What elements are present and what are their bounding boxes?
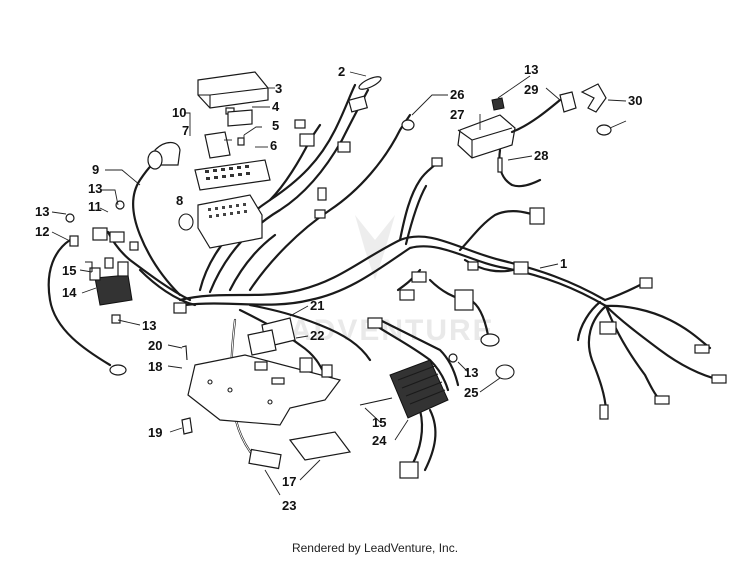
fuse-box-assembly [178,71,271,249]
mounting-plate [181,345,352,461]
watermark-text: ADVENTURE [290,314,495,347]
callout-11: 11 [88,199,102,214]
callout-23: 24 [372,433,387,448]
callout-14: 14 [62,285,77,300]
callout-25: 26 [450,87,464,102]
callout-28: 29 [524,82,538,97]
callout-13-b: 13 [35,204,49,219]
ignition-coil-assembly [457,83,612,188]
callout-15-b: 15 [372,415,386,430]
callout-18: 19 [148,425,162,440]
callout-22: 23 [282,498,296,513]
callout-13-e: 13 [524,62,538,77]
callout-9: 9 [92,162,99,177]
callout-10: 10 [172,105,186,120]
callout-16: 17 [282,474,296,489]
callout-12: 12 [35,224,49,239]
callout-19: 20 [148,338,162,353]
callout-13-c: 13 [142,318,156,333]
callout-27: 28 [534,148,548,163]
callout-8: 8 [176,193,183,208]
battery-cable [147,141,181,170]
callout-20: 21 [310,298,324,313]
callout-13-d: 13 [464,365,478,380]
leader-lines [51,71,627,496]
callout-26: 27 [450,107,464,122]
footer-credit: Rendered by LeadVenture, Inc. [291,541,459,555]
callout-15-a: 15 [62,263,76,278]
voltage-regulator [359,317,449,479]
callout-3: 3 [275,81,282,96]
callout-2: 2 [338,64,345,79]
harness-connectors [173,157,727,420]
callout-21: 22 [310,328,324,343]
solenoid-assembly [47,200,139,376]
callout-1: 1 [560,256,567,271]
cable-clamp [448,353,515,380]
callout-6: 6 [270,138,277,153]
oxygen-sensor [248,448,282,470]
watermark: ADVENTURE [290,215,495,347]
callout-24: 25 [464,385,478,400]
callout-17: 18 [148,359,162,374]
callout-13-a: 13 [88,181,102,196]
callout-29: 30 [628,93,642,108]
callout-labels: 2 3 4 10 5 7 6 9 13 8 11 13 12 15 14 13 … [35,62,642,513]
callout-7: 7 [182,123,189,138]
engine-connector [294,76,415,219]
callout-5: 5 [272,118,279,133]
control-modules [247,317,333,378]
callout-4: 4 [272,99,280,114]
